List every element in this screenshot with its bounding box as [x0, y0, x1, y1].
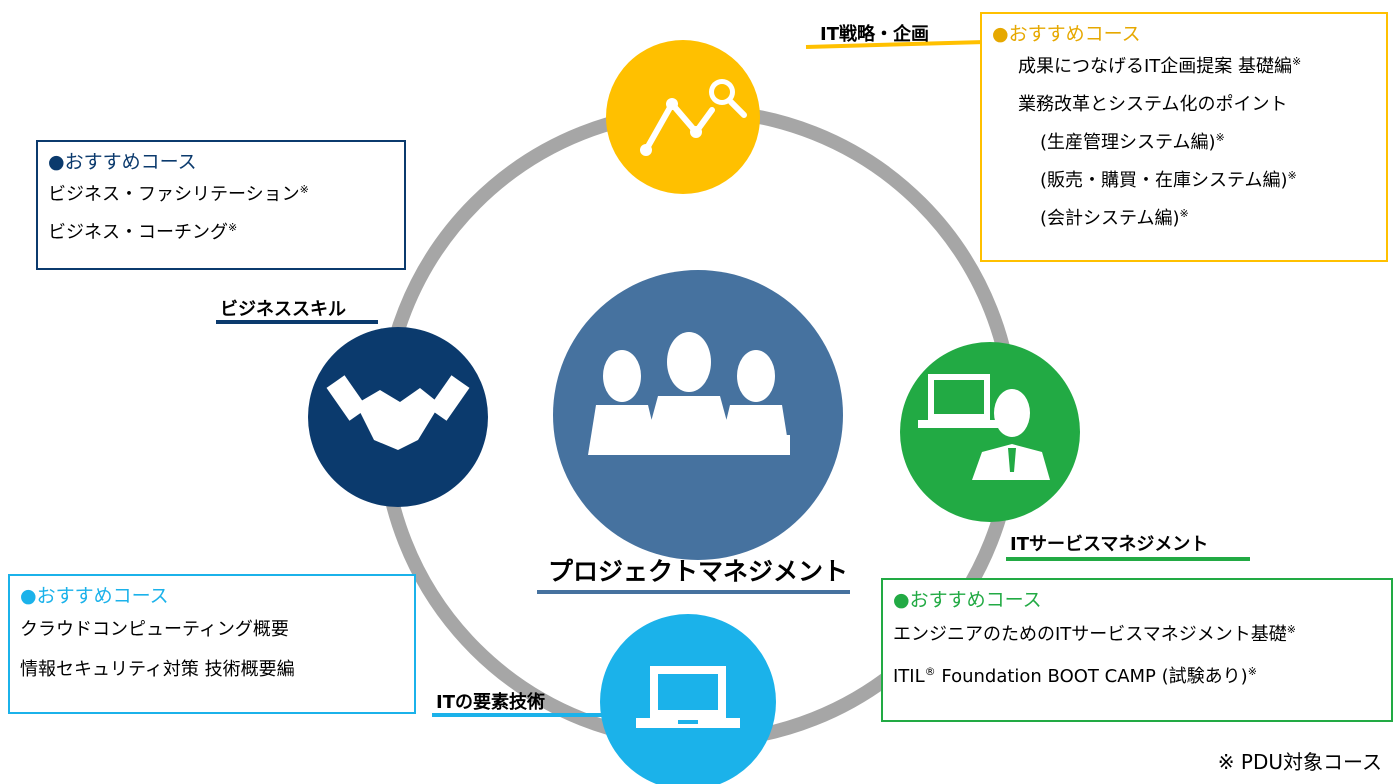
course-item[interactable]: 情報セキュリティ対策 技術概要編 — [20, 650, 404, 690]
course-item-text: ビジネス・コーチング — [48, 222, 228, 243]
course-item-text: 業務改革とシステム化のポイント — [1018, 94, 1288, 115]
course-item[interactable]: エンジニアのためのITサービスマネジメント基礎※ — [893, 614, 1381, 656]
course-item-text: (生産管理システム編) — [1040, 132, 1216, 153]
laptop-icon — [636, 666, 740, 728]
pdu-mark: ※ — [1286, 623, 1296, 636]
course-item-text: Foundation BOOT CAMP (試験あり) — [935, 666, 1248, 687]
pdu-mark: ※ — [1287, 169, 1297, 182]
course-item[interactable]: ビジネス・コーチング※ — [48, 214, 394, 252]
course-item-text: クラウドコンピューティング概要 — [20, 619, 289, 640]
course-box-header: ●おすすめコース — [48, 151, 197, 173]
pdu-mark: ※ — [1215, 131, 1225, 144]
business-skill-label: ビジネススキル — [220, 299, 346, 320]
strategy-course-box: ●おすすめコース 成果につなげるIT企画提案 基礎編※ 業務改革とシステム化のポ… — [980, 12, 1388, 262]
pdu-note: ※ PDU対象コース — [1217, 750, 1382, 774]
course-item-text: ITIL — [893, 666, 925, 687]
course-item[interactable]: ITIL® Foundation BOOT CAMP (試験あり)※ — [893, 656, 1381, 698]
pdu-mark: ※ — [299, 183, 309, 196]
course-item[interactable]: (生産管理システム編)※ — [992, 124, 1376, 162]
pdu-mark: ※ — [1179, 207, 1189, 220]
course-box-header: ●おすすめコース — [992, 23, 1141, 45]
registered-mark: ® — [924, 665, 936, 678]
laptop-user-icon — [918, 374, 1050, 480]
course-item[interactable]: 業務改革とシステム化のポイント — [992, 86, 1376, 124]
element-course-box: ●おすすめコース クラウドコンピューティング概要 情報セキュリティ対策 技術概要… — [8, 574, 416, 714]
course-item-text: (販売・購買・在庫システム編) — [1040, 170, 1288, 191]
course-item[interactable]: ビジネス・ファシリテーション※ — [48, 176, 394, 214]
pdu-mark: ※ — [1247, 665, 1257, 678]
course-box-header: ●おすすめコース — [20, 585, 169, 607]
course-item-text: エンジニアのためのITサービスマネジメント基礎 — [893, 624, 1287, 645]
course-item[interactable]: (販売・購買・在庫システム編)※ — [992, 162, 1376, 200]
pdu-mark: ※ — [228, 221, 238, 234]
course-item-text: ビジネス・ファシリテーション — [48, 184, 300, 205]
strategy-label-underline — [805, 40, 986, 49]
course-item[interactable]: クラウドコンピューティング概要 — [20, 610, 404, 650]
service-course-box: ●おすすめコース エンジニアのためのITサービスマネジメント基礎※ ITIL® … — [881, 578, 1393, 722]
course-item-text: 情報セキュリティ対策 技術概要編 — [20, 659, 295, 680]
project-management-title: プロジェクトマネジメント — [548, 557, 849, 586]
chart-magnifier-icon — [640, 79, 747, 156]
business-course-box: ●おすすめコース ビジネス・ファシリテーション※ ビジネス・コーチング※ — [36, 140, 406, 270]
it-service-node — [900, 342, 1080, 522]
course-item-text: (会計システム編) — [1040, 208, 1180, 229]
course-item[interactable]: 成果につなげるIT企画提案 基礎編※ — [992, 48, 1376, 86]
team-silhouette-icon — [588, 332, 790, 455]
course-item-text: 成果につなげるIT企画提案 基礎編 — [1018, 56, 1293, 77]
pdu-mark: ※ — [1292, 55, 1302, 68]
course-item[interactable]: (会計システム編)※ — [992, 200, 1376, 238]
it-strategy-label: IT戦略・企画 — [820, 24, 929, 45]
handshake-icon — [326, 375, 470, 450]
course-box-header: ●おすすめコース — [893, 589, 1042, 611]
it-element-label: ITの要素技術 — [436, 692, 545, 713]
it-service-label: ITサービスマネジメント — [1010, 534, 1209, 555]
